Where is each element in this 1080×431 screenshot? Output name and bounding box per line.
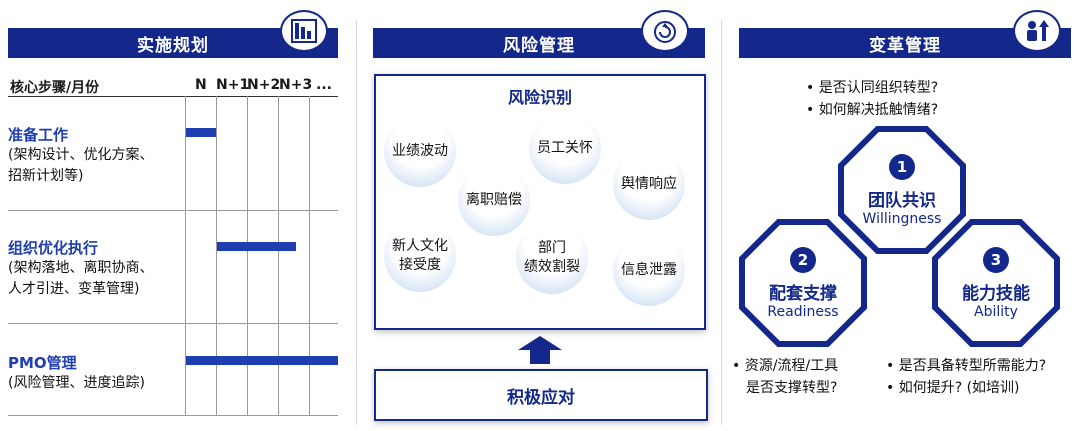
- bullet-item: • 如何提升? (如培训): [886, 380, 1020, 396]
- arrow-up-icon: [518, 336, 562, 368]
- gantt-row-divider: [8, 210, 338, 211]
- risk-bubble: 部门 绩效割裂: [516, 222, 588, 294]
- ability-notes: • 是否具备转型所需能力? • 如何提升? (如培训): [886, 355, 1046, 399]
- gantt-row-divider: [8, 323, 338, 324]
- risk-bubble: 业绩波动: [384, 115, 456, 187]
- bullet-text: 是否认同组织转型?: [818, 80, 939, 96]
- octagon-subtitle: Readiness: [767, 303, 839, 320]
- row-desc: 人才引进、变革管理): [8, 281, 140, 297]
- plan-icon: [280, 10, 328, 52]
- gantt-step-label: 核心步骤/月份: [10, 80, 100, 96]
- gantt-col-n1: N+1: [216, 77, 250, 93]
- risk-bubble: 信息泄露: [613, 234, 685, 306]
- gantt-gridline: [278, 96, 279, 416]
- octagon-readiness: 2 配套支撑 Readiness: [739, 219, 867, 347]
- octagon-title: 团队共识: [868, 190, 936, 211]
- gantt-row-exec: 组织优化执行 (架构落地、离职协商、 人才引进、变革管理): [8, 237, 153, 300]
- risk-bubble-label: 信息泄露: [621, 261, 677, 278]
- risk-bubble-label: 员工关怀: [537, 139, 593, 156]
- row-title: 组织优化执行: [8, 239, 99, 257]
- risk-bubble: 新人文化 接受度: [384, 220, 456, 292]
- bullet-text: 资源/流程/工具: [744, 358, 839, 374]
- gantt-col-more: ...: [316, 77, 332, 93]
- section-header-change: 变革管理: [739, 28, 1071, 58]
- gantt-col-n: N: [195, 77, 207, 93]
- octagon-subtitle: Ability: [974, 303, 1018, 320]
- bullet-text: 如何解决抵触情绪?: [818, 102, 939, 118]
- octagon-subtitle: Willingness: [862, 210, 942, 227]
- risk-bubble-label: 舆情响应: [621, 175, 677, 192]
- octagon-willingness: 1 团队共识 Willingness: [838, 126, 966, 254]
- risk-bubble-label: 部门 绩效割裂: [524, 240, 580, 275]
- gantt-col-n2: N+2: [247, 77, 281, 93]
- divider: [356, 20, 357, 425]
- bullet-text: 如何提升? (如培训): [898, 380, 1020, 396]
- action-label: 积极应对: [507, 387, 575, 408]
- section-header-risk-label: 风险管理: [503, 35, 575, 56]
- bullet-item: • 如何解决抵触情绪?: [806, 102, 939, 118]
- gantt-row-divider: [8, 415, 338, 416]
- divider: [721, 20, 722, 425]
- gantt-row-pmo: PMO管理 (风险管理、进度追踪): [8, 352, 145, 394]
- gantt-bar-exec: [217, 242, 296, 251]
- risk-bubble: 员工关怀: [529, 112, 601, 184]
- octagon-ability: 3 能力技能 Ability: [932, 219, 1060, 347]
- row-title: PMO管理: [8, 354, 77, 372]
- bullet-item: • 是否具备转型所需能力?: [886, 358, 1047, 374]
- risk-icon: [641, 10, 689, 52]
- octagon-title: 配套支撑: [769, 283, 837, 304]
- gantt-row-prep: 准备工作 (架构设计、优化方案、 招新计划等): [8, 124, 153, 187]
- change-question-list: • 是否认同组织转型? • 如何解决抵触情绪?: [806, 77, 938, 121]
- row-desc: (架构设计、优化方案、: [8, 147, 154, 163]
- section-header-plan-label: 实施规划: [137, 35, 209, 56]
- bullet-item: 是否支撑转型?: [732, 377, 838, 399]
- gantt-gridline: [185, 96, 186, 416]
- risk-bubble-label: 业绩波动: [392, 142, 448, 159]
- risk-bubble: 舆情响应: [613, 148, 685, 220]
- risk-bubble: 离职赔偿: [458, 164, 530, 236]
- step-number: 1: [889, 153, 915, 180]
- gantt-bar-prep: [186, 128, 216, 137]
- action-box: 积极应对: [374, 369, 708, 421]
- gantt-gridline: [247, 96, 248, 416]
- octagon-title: 能力技能: [962, 283, 1030, 304]
- step-number: 3: [983, 246, 1009, 273]
- row-desc: (风险管理、进度追踪): [8, 375, 145, 391]
- row-title: 准备工作: [8, 126, 69, 144]
- gantt-gridline: [309, 96, 310, 416]
- change-icon: [1013, 10, 1061, 52]
- bullet-item: • 是否认同组织转型?: [806, 80, 939, 96]
- bullet-item: • 资源/流程/工具: [732, 358, 839, 374]
- gantt-header-line: [8, 96, 338, 97]
- risk-box-title: 风险识别: [507, 88, 572, 107]
- gantt-gridline: [216, 96, 217, 416]
- gantt-col-n3: N+3: [279, 77, 313, 93]
- bullet-text: 是否具备转型所需能力?: [898, 358, 1047, 374]
- readiness-notes: • 资源/流程/工具 是否支撑转型?: [732, 355, 838, 399]
- section-header-change-label: 变革管理: [869, 35, 941, 56]
- bullet-text: 是否支撑转型?: [746, 380, 838, 396]
- risk-bubble-label: 离职赔偿: [466, 191, 522, 208]
- gantt-bar-pmo: [186, 356, 338, 365]
- row-desc: 招新计划等): [8, 168, 84, 184]
- risk-bubble-label: 新人文化 接受度: [392, 238, 448, 273]
- row-desc: (架构落地、离职协商、: [8, 260, 154, 276]
- step-number: 2: [790, 246, 816, 273]
